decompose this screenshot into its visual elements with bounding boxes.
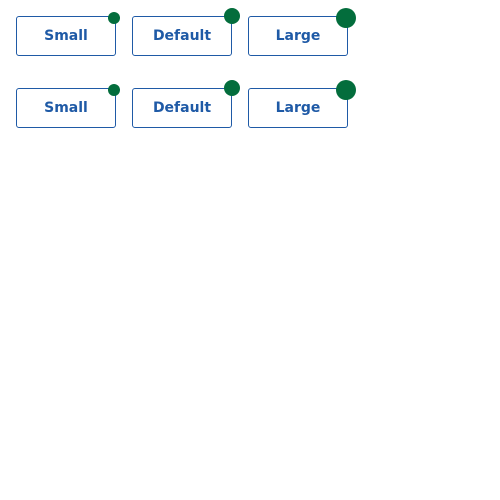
- badge-dot-default: [224, 8, 240, 24]
- badge-dot-small: [108, 12, 120, 24]
- badge-dot-default: [224, 80, 240, 96]
- large-button[interactable]: Large: [248, 88, 348, 128]
- badge-dot-large: [336, 8, 356, 28]
- button-row-1: Small Default Large: [16, 8, 356, 56]
- small-button[interactable]: Small: [16, 16, 116, 56]
- badged-button-large: Large: [248, 80, 356, 128]
- default-button[interactable]: Default: [132, 88, 232, 128]
- badge-dot-large: [336, 80, 356, 100]
- badged-button-small: Small: [16, 84, 120, 128]
- large-button[interactable]: Large: [248, 16, 348, 56]
- badged-button-small: Small: [16, 12, 120, 56]
- badged-button-default: Default: [132, 80, 240, 128]
- default-button[interactable]: Default: [132, 16, 232, 56]
- badge-dot-small: [108, 84, 120, 96]
- small-button[interactable]: Small: [16, 88, 116, 128]
- badged-button-large: Large: [248, 8, 356, 56]
- badged-button-default: Default: [132, 8, 240, 56]
- button-row-2: Small Default Large: [16, 80, 356, 128]
